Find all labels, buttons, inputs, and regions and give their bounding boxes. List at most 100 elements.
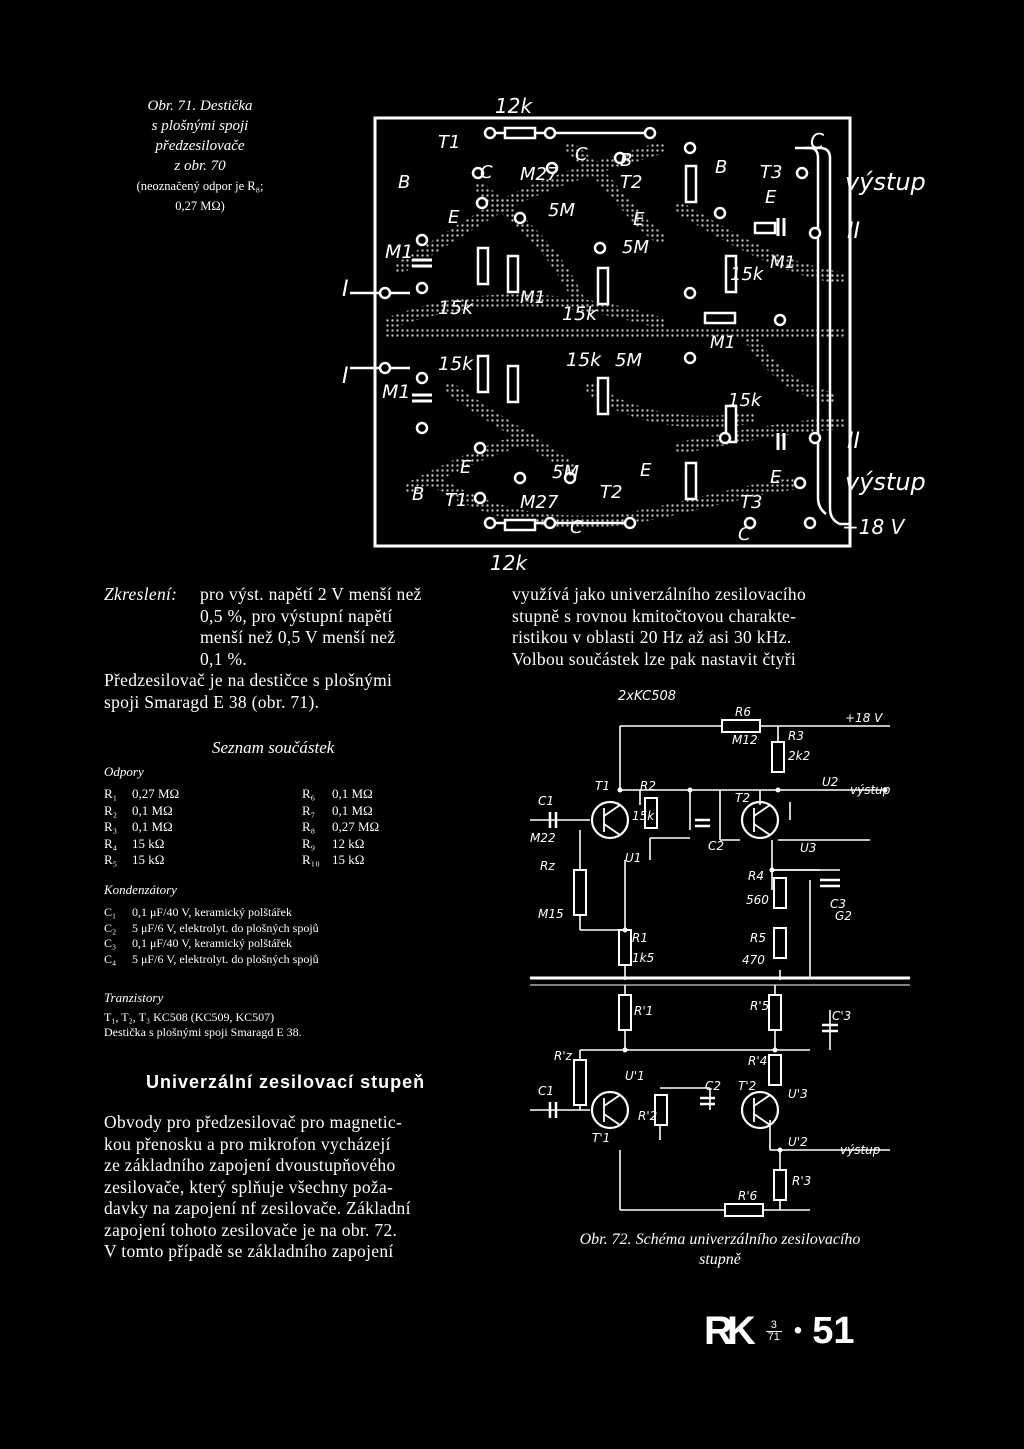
pcb-traces [384, 142, 846, 528]
sch-u3p: U'3 [788, 1087, 808, 1101]
section-title: Univerzální zesilovací stupeň [146, 1072, 426, 1092]
schematic-nodes [617, 787, 888, 1153]
pcb-label-c-d: C [570, 517, 583, 538]
seznam-title: Seznam součástek [212, 738, 335, 757]
sch-r5p: R'5 [750, 999, 769, 1013]
odpory-cell: R₁ [104, 786, 118, 801]
sch-r3: R3 [788, 729, 804, 743]
kondenzator-name: C₃ [104, 936, 117, 950]
footer-issue-divider [765, 1330, 782, 1332]
pcb-label-m1-d: M1 [710, 333, 735, 353]
sch-c2: C2 [708, 839, 724, 853]
sch-t1: T1 [595, 779, 610, 793]
sch-470: 470 [742, 953, 765, 967]
sch-t2p: T'2 [738, 1079, 756, 1093]
sch-m12: M12 [732, 733, 758, 747]
sch-m15: M15 [538, 907, 564, 921]
pcb-pads [378, 126, 822, 530]
footer: RK 3 71 • 51 [704, 1306, 854, 1356]
kondenzatory-title: Kondenzátory [104, 882, 177, 897]
pcb-label-12k-top: 12k [495, 94, 533, 118]
sch-r1: R1 [632, 931, 648, 945]
sch-vystup2: výstup [840, 1143, 881, 1157]
pcb-label-15k-d: 15k [566, 349, 602, 371]
pcb-label-5m-b: 5M [622, 237, 649, 258]
sch-c3: C3 [830, 897, 846, 911]
sch-c1p: C1 [538, 1084, 554, 1098]
tranzistory-title: Tranzistory [104, 990, 164, 1005]
left-paragraph-line-2: ze základního zapojení dvoustupňového [104, 1155, 396, 1175]
odpory-cell: 0,1 MΩ [132, 819, 173, 834]
footer-issue-num: 3 [770, 1318, 777, 1331]
odpory-cell: 0,1 MΩ [332, 802, 373, 818]
schematic-labels: 2xKC508 R6 M12 R3 2k2 +18 V U2 výstup C1… [530, 689, 891, 1203]
odpory-cell: 12 kΩ [332, 835, 365, 851]
pcb-label-e-e: E [640, 460, 652, 481]
pcb-label-e-b: E [633, 209, 645, 230]
pcb-label-b-c: B [620, 150, 632, 171]
pcb-label-t1-a: T1 [438, 132, 460, 153]
pcb-label-c-b: C [575, 144, 588, 165]
odpory-cell: 15 kΩ [332, 852, 365, 867]
sch-r4: R4 [748, 869, 764, 883]
fig71-caption-note1: (neoznačený odpor je R₈; [136, 179, 264, 193]
left-paragraph-line-1: kou přenosku a pro mikrofon vycházejí [104, 1133, 391, 1154]
odpory-cell: 15 kΩ [132, 852, 165, 867]
odpory-cell: 0,1 MΩ [332, 786, 373, 801]
kondenzator-value: 5 μF/6 V, elektrolyt. do plošných spojů [132, 951, 319, 966]
odpory-cell: 0,27 MΩ [132, 786, 180, 801]
sch-r2: R2 [640, 779, 656, 793]
left-paragraph-line-4: davky na zapojení nf zesilovače. Základn… [104, 1198, 411, 1218]
sch-vystup1: výstup [850, 783, 891, 797]
zkresleni-line-3: 0,1 %. [200, 648, 248, 669]
sch-c2p: C2 [705, 1079, 721, 1093]
kondenzator-name: C₂ [104, 920, 117, 935]
pcb-label-out-II-top: II [847, 219, 860, 244]
pcb-label-out-II-bottom: II [847, 429, 860, 454]
predzesilovac-line-0: Předzesilovač je na destičce s plošnými [104, 670, 393, 690]
zkresleni-line-2: menší než 0,5 V menší než [200, 627, 396, 647]
pcb-label-m27-b: M27 [520, 492, 559, 513]
pcb-label-m1-b: M1 [382, 381, 410, 403]
pcb-label-m1-c: M1 [520, 288, 545, 308]
right-paragraph-line-0: využívá jako univerzálního zesilovacího [512, 584, 807, 604]
pcb-label-15k-e: 15k [730, 264, 765, 285]
sch-u2p: U'2 [788, 1135, 808, 1149]
footer-issue-year: 71 [767, 1330, 780, 1343]
pcb-label-m27-a: M27 [520, 164, 559, 185]
sch-r2p: R'2 [638, 1109, 657, 1123]
pcb-label-b-d: B [715, 157, 727, 178]
sch-kc508: 2xKC508 [618, 689, 676, 704]
sch-r3p: R'3 [792, 1174, 811, 1188]
sch-r6: R6 [735, 705, 751, 719]
sch-rzp: R'z [554, 1049, 573, 1063]
sch-r1p: R'1 [634, 1004, 653, 1018]
pcb-label-m1-a: M1 [385, 241, 413, 263]
kondenzator-value: 5 μF/6 V, elektrolyt. do plošných spojů [132, 920, 319, 935]
fig71-caption-line4: z obr. 70 [174, 158, 226, 174]
sch-plus18: +18 V [845, 711, 883, 725]
kondenzator-name: C₁ [104, 905, 117, 919]
pcb-label-15k-b: 15k [438, 353, 474, 375]
sch-560: 560 [746, 893, 769, 907]
right-paragraph-line-3: Volbou součástek lze pak nastavit čtyři [512, 648, 797, 669]
left-paragraph-line-0: Obvody pro předzesilovač pro magnetic- [104, 1112, 403, 1132]
odpory-title: Odpory [104, 764, 144, 779]
odpory-cell: R₇ [302, 802, 316, 818]
pcb-label-5m-a: 5M [548, 200, 575, 221]
fig71-caption: Obr. 71. Destička s plošnými spoji předz… [100, 96, 300, 216]
odpory-cell: R₃ [104, 819, 118, 834]
pcb-label-t2-b: T2 [600, 482, 622, 503]
schematic-resistors [573, 719, 787, 1217]
pcb-labels: 12k 12k výstup II II výstup +18 V I I M1… [342, 94, 926, 575]
sch-c1: C1 [538, 794, 554, 808]
pcb-label-t2-a: T2 [620, 172, 642, 193]
sch-r6p: R'6 [738, 1189, 758, 1203]
sch-g2: G2 [835, 909, 852, 923]
zkresleni-line-1: 0,5 %, pro výstupní napětí [200, 605, 393, 626]
